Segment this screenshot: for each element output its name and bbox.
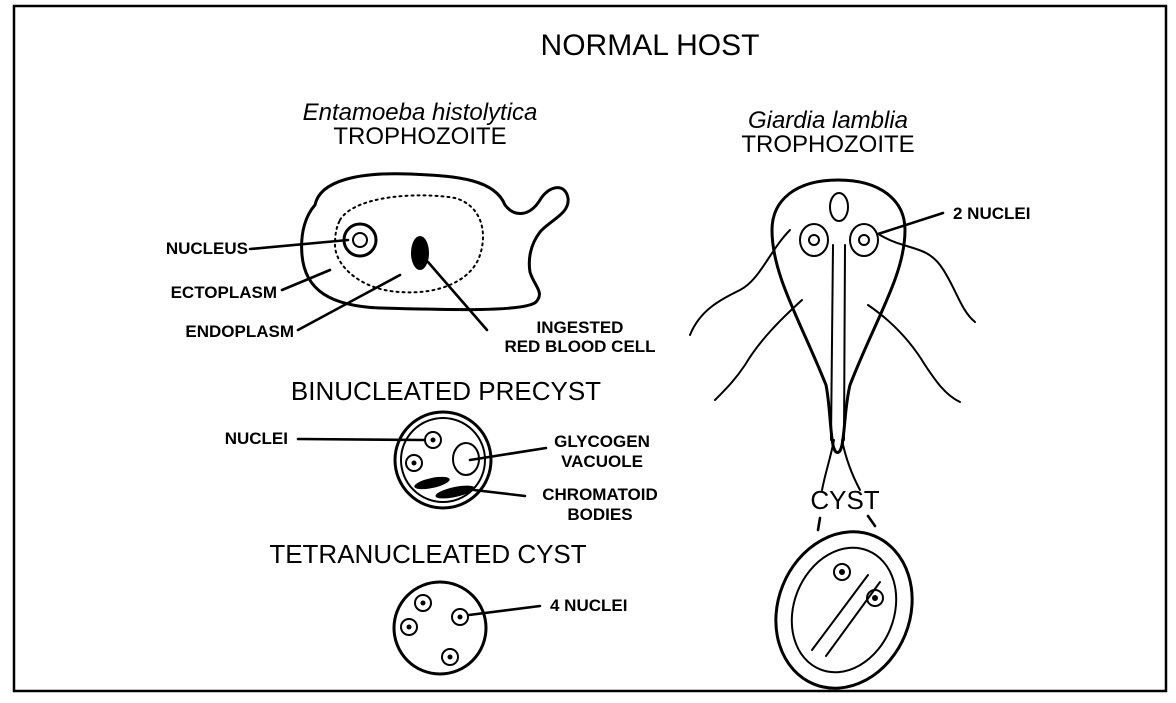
giardia-flagellum-left-lower	[715, 300, 802, 400]
giardia-caudal-flagellum-left	[822, 440, 834, 490]
giardia-cyst-title: CYST	[810, 485, 879, 515]
chromatoid-leader	[474, 490, 525, 496]
tetra-cyst-title: TETRANUCLEATED CYST	[269, 539, 586, 569]
nucleus-label: NUCLEUS	[166, 239, 248, 258]
glycogen-label-line1: GLYCOGEN	[554, 432, 650, 451]
glycogen-label-line2: VACUOLE	[561, 452, 643, 471]
nucleus-leader	[250, 240, 348, 249]
giardia-cyst-axoneme-1	[812, 575, 868, 650]
giardia-nuclei-label: 2 NUCLEI	[953, 204, 1030, 223]
giardia-cyst-tick-right	[868, 516, 875, 526]
giardia-nucleus-right	[850, 224, 878, 256]
tetra-karyosome-3	[407, 625, 412, 630]
giardia-stage-label: TROPHOZOITE	[741, 131, 914, 158]
entamoeba-karyosome	[353, 233, 367, 247]
glycogen-leader	[470, 448, 546, 460]
giardia-species-name: Giardia lamblia	[748, 107, 908, 134]
giardia-cyst-inner-wall	[774, 532, 915, 688]
ectoplasm-label: ECTOPLASM	[171, 283, 277, 302]
rbc-leader	[428, 262, 487, 330]
entamoeba-endoplasm	[335, 195, 483, 292]
entamoeba-stage-label: TROPHOZOITE	[333, 123, 506, 150]
rbc-label-line1: INGESTED	[537, 318, 624, 337]
ingested-red-blood-cell	[411, 236, 429, 270]
entamoeba-species-name: Entamoeba histolytica	[303, 99, 538, 126]
chromatoid-label-line2: BODIES	[567, 505, 632, 524]
chromatoid-label-line1: CHROMATOID	[542, 485, 658, 504]
precyst-nuclei-label: NUCLEI	[225, 429, 288, 448]
diagram-title: NORMAL HOST	[541, 29, 760, 62]
giardia-cyst-karyosome-2	[872, 595, 878, 601]
giardia-axostyle-left	[831, 245, 833, 440]
giardia-axostyle-right	[844, 245, 845, 440]
tetra-karyosome-4	[448, 655, 453, 660]
giardia-cyst-drawing	[753, 511, 935, 698]
giardia-cyst-outer-wall	[753, 511, 935, 698]
giardia-flagellum-right-lower	[868, 305, 960, 402]
giardia-median-body	[830, 193, 848, 221]
giardia-trophozoite-drawing	[690, 180, 975, 490]
giardia-caudal-flagellum-right	[842, 440, 860, 490]
endoplasm-label: ENDOPLASM	[185, 322, 294, 341]
giardia-nuclei-leader	[878, 213, 943, 234]
giardia-karyosome-left	[809, 235, 819, 245]
giardia-cyst-tick-left	[818, 518, 820, 530]
rbc-label-line2: RED BLOOD CELL	[504, 337, 655, 356]
precyst-title: BINUCLEATED PRECYST	[291, 376, 601, 406]
giardia-flagellum-left-upper	[690, 230, 790, 335]
chromatoid-body-1	[413, 474, 450, 491]
giardia-karyosome-right	[859, 235, 869, 245]
giardia-cyst-karyosome-1	[839, 569, 845, 575]
tetra-karyosome-1	[421, 601, 426, 606]
tetra-nuclei-label: 4 NUCLEI	[550, 596, 627, 615]
precyst-karyosome-2	[412, 461, 417, 466]
giardia-nucleus-left	[800, 224, 828, 256]
tetra-karyosome-2	[458, 615, 463, 620]
precyst-karyosome-1	[431, 438, 436, 443]
precyst-nuclei-leader	[298, 439, 424, 440]
tetra-cyst-drawing	[394, 582, 486, 674]
